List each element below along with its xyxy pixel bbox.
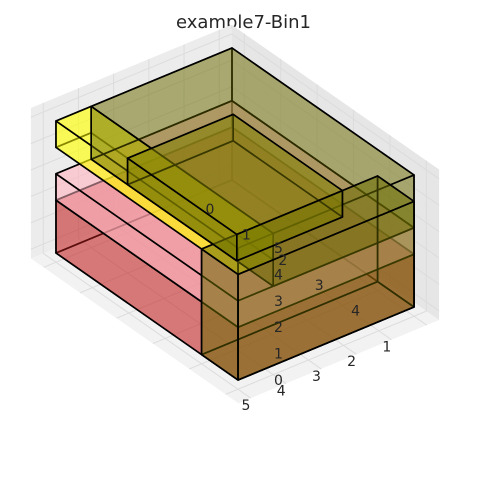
grid-line [30,33,232,118]
y-tick-label: 4 [277,383,286,399]
z-tick-label: 3 [274,294,283,310]
z-tick-label: 2 [274,320,283,336]
y-tick-label: 3 [312,369,321,385]
x-tick-label: 0 [206,202,215,218]
packed-boxes [55,47,415,381]
x-tick-label: 3 [315,278,324,294]
grid-line [231,33,440,180]
grid-line [78,238,287,384]
z-tick-label: 0 [274,373,283,389]
y-tick-label: 1 [382,340,391,356]
y-tick-label: 2 [347,354,356,370]
y-tick-label: 5 [242,398,251,414]
grid-line [189,285,391,370]
olive-box-top [126,113,344,262]
x-tick-label: 4 [351,304,360,320]
grid-line [225,310,427,395]
grid-line [231,86,440,232]
grid-line [42,252,252,399]
x-tick-label: 1 [242,227,251,243]
z-tick-label: 1 [274,347,283,363]
olive-box-back [90,47,415,288]
z-tick-label: 4 [274,267,283,283]
box-face [126,113,344,236]
x-tick-label: 2 [278,253,287,269]
axis-ticks: 0 1 2 3 4 1 2 3 4 5 0 1 2 3 4 5 [206,202,392,414]
z-tick-label: 5 [274,241,283,257]
box-face [90,47,415,235]
chart-title: example7-Bin1 [176,12,311,33]
grid-line [30,86,232,171]
grid-line [231,59,440,206]
